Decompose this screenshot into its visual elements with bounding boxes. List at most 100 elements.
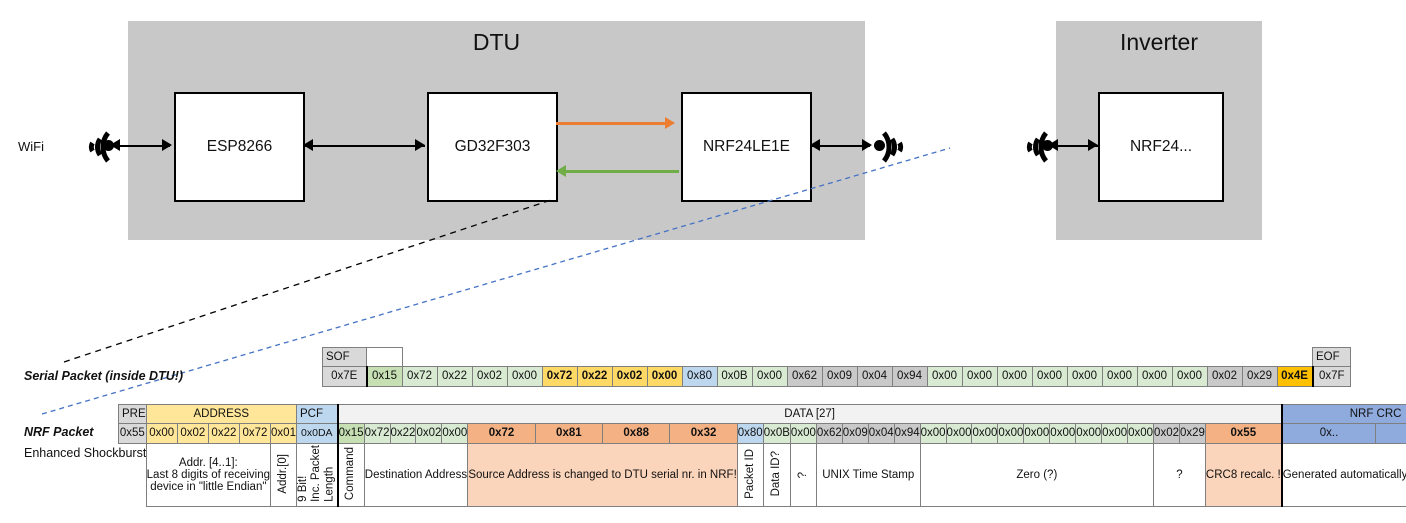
nrf-byte-20: 0x09 bbox=[841, 423, 869, 444]
nrf-byte-10: 0x02 bbox=[415, 423, 443, 444]
rf-antenna-icon-inverter bbox=[1026, 131, 1049, 163]
serial-byte-1: 0x15 bbox=[365, 366, 403, 387]
nrf-byte-29: 0x00 bbox=[1075, 423, 1103, 444]
nrf-byte-28: 0x00 bbox=[1049, 423, 1077, 444]
nrf-byte-17: 0x0B bbox=[762, 423, 791, 444]
serial-byte-14: 0x09 bbox=[821, 366, 858, 387]
nrf-byte-9: 0x22 bbox=[389, 423, 417, 444]
serial-byte-22: 0x00 bbox=[1101, 366, 1138, 387]
chip-gd32f303: GD32F303 bbox=[427, 92, 558, 202]
nrf-byte-3: 0x22 bbox=[207, 423, 240, 444]
nrf-desc-packet-id: Packet ID bbox=[736, 443, 764, 507]
nrf-desc-zero: Zero (?) bbox=[919, 443, 1155, 507]
nrf-desc-unknown-1: ? bbox=[789, 443, 817, 507]
serial-byte-2: 0x72 bbox=[401, 366, 438, 387]
rf-node-dot-dtu bbox=[874, 140, 885, 151]
nrf-byte-4: 0x72 bbox=[238, 423, 272, 444]
link-air-inverter bbox=[1048, 144, 1098, 147]
serial-byte-27: 0x4E bbox=[1276, 366, 1313, 387]
link-wifi-esp bbox=[110, 144, 170, 147]
link-gd32-nrf-tx bbox=[556, 122, 669, 125]
nrf-byte-14: 0x88 bbox=[602, 423, 671, 444]
nrf-desc-crc8: CRC8 recalc. ! bbox=[1204, 443, 1283, 507]
nrf-desc-addr0: Addr.[0] bbox=[270, 443, 297, 507]
nrf-byte-0: 0x55 bbox=[118, 423, 147, 444]
nrf-byte-33: 0x29 bbox=[1178, 423, 1206, 444]
serial-byte-26: 0x29 bbox=[1241, 366, 1278, 387]
arrowhead-left-rx bbox=[556, 164, 566, 177]
arrowhead-left-wifi bbox=[110, 139, 120, 151]
nrf-byte-12: 0x72 bbox=[467, 423, 536, 444]
nrf-desc-packet-id-text: Packet ID bbox=[743, 448, 756, 499]
nrf-byte-18: 0x00 bbox=[789, 423, 817, 444]
nrf-pre-header: PRE bbox=[118, 404, 147, 424]
link-nrf-air bbox=[810, 144, 870, 147]
nrf-desc-unix-time-stamp: UNIX Time Stamp bbox=[815, 443, 921, 507]
serial-byte-11: 0x0B bbox=[716, 366, 753, 387]
serial-byte-8: 0x02 bbox=[611, 366, 648, 387]
serial-eof-header: EOF bbox=[1312, 347, 1351, 367]
nrf-byte-24: 0x00 bbox=[945, 423, 973, 444]
wifi-label: WiFi bbox=[18, 139, 44, 154]
nrf-byte-36: 0x.. bbox=[1375, 423, 1406, 444]
serial-header-row: SOF EOF bbox=[322, 347, 1351, 367]
serial-byte-17: 0x00 bbox=[926, 366, 963, 387]
chip-esp8266-label: ESP8266 bbox=[206, 138, 273, 155]
nrf-byte-7: 0x15 bbox=[336, 423, 365, 444]
nrf-byte-6: 0x0DA bbox=[295, 423, 339, 444]
chip-esp8266: ESP8266 bbox=[174, 92, 305, 202]
serial-byte-25: 0x02 bbox=[1206, 366, 1243, 387]
link-esp-gd32 bbox=[303, 144, 425, 147]
serial-byte-12: 0x00 bbox=[751, 366, 788, 387]
rf-antenna-icon-dtu bbox=[881, 131, 904, 163]
wifi-node-dot-left bbox=[103, 140, 114, 151]
nrf-address-header: ADDRESS bbox=[145, 404, 297, 424]
chip-nrf24-inverter: NRF24... bbox=[1098, 92, 1224, 202]
arrowhead-left-esp-gd32 bbox=[303, 139, 313, 151]
nrf-desc-unknown-1-text: ? bbox=[796, 471, 809, 478]
nrf-byte-35: 0x.. bbox=[1280, 423, 1377, 444]
nrf-desc-source-address: Source Address is changed to DTU serial … bbox=[467, 443, 738, 507]
serial-byte-18: 0x00 bbox=[961, 366, 998, 387]
serial-byte-4: 0x02 bbox=[471, 366, 508, 387]
nrf-byte-19: 0x62 bbox=[815, 423, 843, 444]
nrf-byte-15: 0x32 bbox=[669, 423, 738, 444]
serial-byte-9: 0x00 bbox=[646, 366, 683, 387]
dtu-title: DTU bbox=[472, 29, 521, 55]
arrowhead-right-esp-gd32 bbox=[415, 139, 425, 151]
serial-byte-23: 0x00 bbox=[1136, 366, 1173, 387]
nrf-byte-22: 0x94 bbox=[893, 423, 921, 444]
nrf-byte-31: 0x00 bbox=[1127, 423, 1155, 444]
chip-nrf24le1e: NRF24LE1E bbox=[681, 92, 812, 202]
nrf-byte-25: 0x00 bbox=[971, 423, 999, 444]
nrf-desc-addr0-text: Addr.[0] bbox=[276, 453, 289, 494]
nrf-byte-27: 0x00 bbox=[1023, 423, 1051, 444]
nrf-byte-13: 0x81 bbox=[534, 423, 604, 444]
nrf-data-header: DATA [27] bbox=[336, 404, 1283, 424]
nrf-byte-34: 0x55 bbox=[1204, 423, 1283, 444]
nrf-byte-21: 0x04 bbox=[867, 423, 895, 444]
nrf-desc-data-id: Data ID? bbox=[762, 443, 791, 507]
inverter-chassis: Inverter bbox=[1056, 21, 1262, 240]
nrf-desc-nrf-crc-note: Generated automatically. Dont Care! bbox=[1280, 443, 1406, 507]
serial-byte-24: 0x00 bbox=[1171, 366, 1208, 387]
serial-byte-10: 0x80 bbox=[681, 366, 718, 387]
serial-header-gap bbox=[402, 348, 1313, 367]
nrf-desc-destination-address: Destination Address bbox=[363, 443, 469, 507]
inverter-title: Inverter bbox=[1120, 29, 1198, 55]
nrf-byte-2: 0x02 bbox=[176, 423, 209, 444]
nrf-crc-header: NRF CRC bbox=[1280, 404, 1406, 424]
nrf-packet-sublabel: Enhanced Shockburst bbox=[24, 446, 147, 460]
serial-byte-28: 0x7F bbox=[1311, 366, 1351, 387]
arrowhead-right-nrf-air bbox=[862, 139, 872, 151]
block-diagram: DTU Inverter WiFi ESP8266 GD32F303 NRF24… bbox=[18, 21, 1262, 240]
serial-sof-header: SOF bbox=[322, 347, 367, 367]
nrf-desc-command-text: Command bbox=[344, 446, 357, 500]
